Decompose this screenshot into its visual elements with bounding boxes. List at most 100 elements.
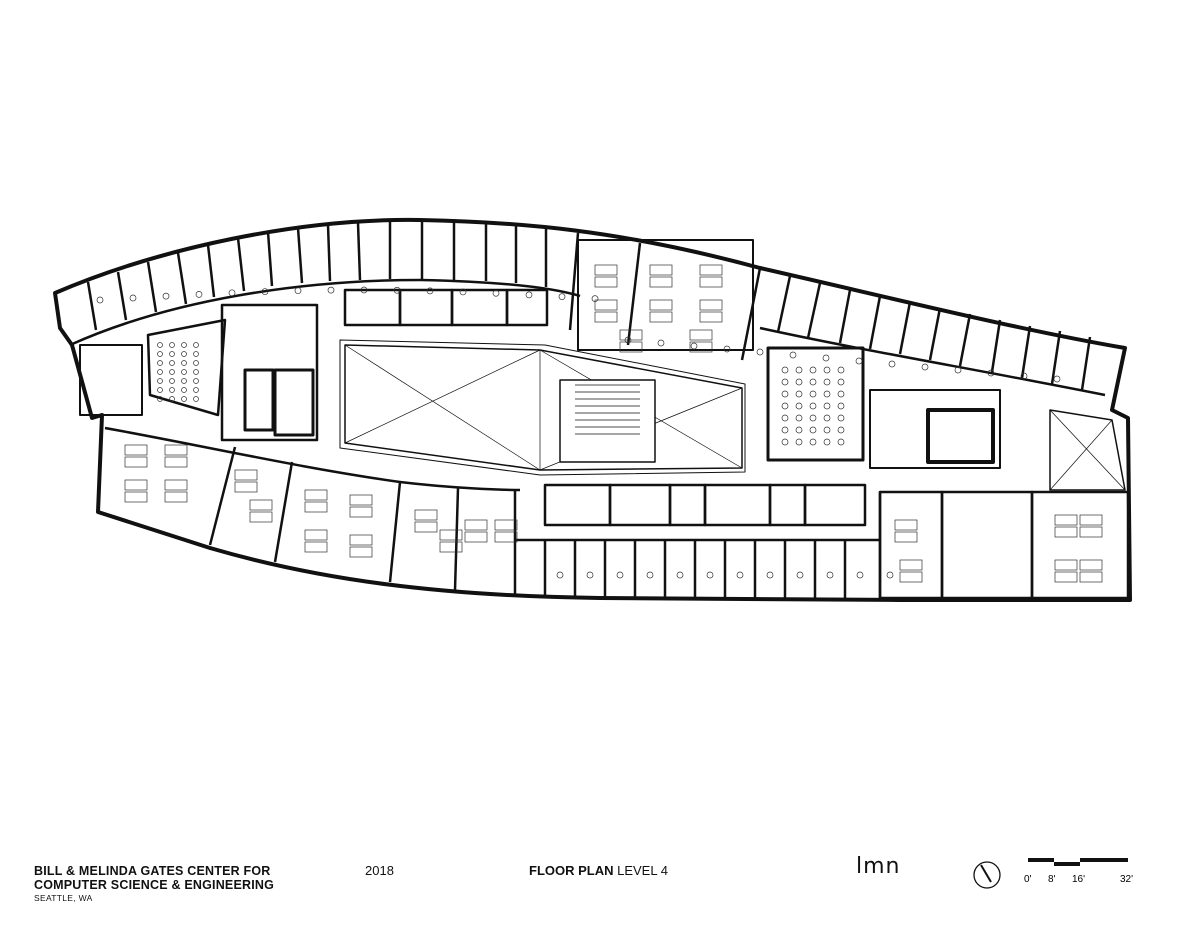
chair [795, 366, 803, 374]
west-core [220, 303, 319, 442]
chair [781, 438, 789, 446]
desk [594, 311, 618, 323]
desk [899, 571, 923, 583]
chair [1020, 372, 1028, 380]
chair [823, 414, 831, 422]
chair [789, 351, 797, 359]
chair [837, 438, 845, 446]
chair [169, 360, 175, 366]
desk [1079, 559, 1103, 571]
chair [157, 351, 163, 357]
sheet-title: FLOOR PLAN LEVEL 4 [529, 863, 668, 878]
desk [1079, 571, 1103, 583]
chair [157, 360, 163, 366]
atrium-void [344, 344, 743, 471]
chair [855, 357, 863, 365]
chair [261, 288, 269, 295]
chair [690, 342, 698, 350]
chair [193, 378, 199, 384]
south-east-office-b [940, 490, 1034, 600]
project-title: BILL & MELINDA GATES CENTER FOR COMPUTER… [34, 864, 274, 892]
elevator-shaft [273, 368, 315, 437]
chair [809, 366, 817, 374]
chair [781, 402, 789, 410]
desk [649, 276, 673, 288]
south-meeting-rooms [543, 483, 867, 527]
desk [349, 534, 373, 546]
desk [1054, 526, 1078, 538]
chair [657, 339, 665, 347]
north-offices [86, 221, 1092, 391]
desk [349, 494, 373, 506]
desk [439, 529, 463, 541]
chair [129, 294, 137, 302]
project-title-line2: COMPUTER SCIENCE & ENGINEERING [34, 878, 275, 892]
chair [228, 289, 236, 297]
chair [837, 414, 845, 422]
chair [795, 438, 803, 446]
project-year: 2018 [365, 863, 394, 878]
chair [646, 571, 654, 579]
north-corridor-wall [69, 278, 581, 347]
east-skylight-x [1049, 409, 1126, 491]
desk [699, 299, 723, 311]
chair [193, 387, 199, 393]
chair [181, 342, 187, 348]
chair [987, 369, 995, 377]
west-lounge [79, 344, 143, 416]
desk [464, 519, 488, 531]
desk [249, 499, 273, 511]
desk [494, 519, 518, 531]
desk [349, 506, 373, 518]
chair [169, 351, 175, 357]
desk [1054, 559, 1078, 571]
sheet-title-bold: FLOOR PLAN [529, 863, 614, 878]
chair [809, 426, 817, 434]
chair [558, 293, 566, 301]
chair [823, 402, 831, 410]
north-meeting-rooms [343, 288, 549, 327]
west-stair [243, 368, 275, 432]
chair [616, 571, 624, 579]
desk [594, 264, 618, 276]
east-core-stair [926, 408, 995, 464]
chair [556, 571, 564, 579]
chair [181, 396, 187, 402]
chair [591, 295, 599, 302]
chair [169, 387, 175, 393]
desk [124, 456, 148, 468]
desk [649, 299, 673, 311]
chair [888, 360, 896, 368]
chair [294, 287, 302, 295]
chair [856, 571, 864, 579]
desk [464, 531, 488, 543]
desk [594, 276, 618, 288]
chair [826, 571, 834, 579]
chair [781, 366, 789, 374]
desk [649, 311, 673, 323]
atrium-stair-treads [575, 384, 640, 435]
north-arrow-icon [973, 861, 1001, 889]
chair [96, 296, 104, 304]
chair [181, 378, 187, 384]
chair [181, 360, 187, 366]
chair [921, 363, 929, 371]
desk [894, 531, 918, 543]
chair [193, 342, 199, 348]
chair [676, 571, 684, 579]
chair [360, 286, 368, 294]
chair [162, 292, 170, 300]
chair [1053, 375, 1061, 383]
desk [699, 276, 723, 288]
chair [169, 369, 175, 375]
chair [426, 287, 434, 295]
desk [234, 481, 258, 493]
chair [809, 414, 817, 422]
desk [414, 509, 438, 521]
chair [781, 426, 789, 434]
scale-bar: 0' 8' 16' 32' [1024, 858, 1133, 885]
desk [699, 311, 723, 323]
south-east-office-c [1030, 490, 1130, 600]
desk [649, 264, 673, 276]
chair [525, 291, 533, 299]
